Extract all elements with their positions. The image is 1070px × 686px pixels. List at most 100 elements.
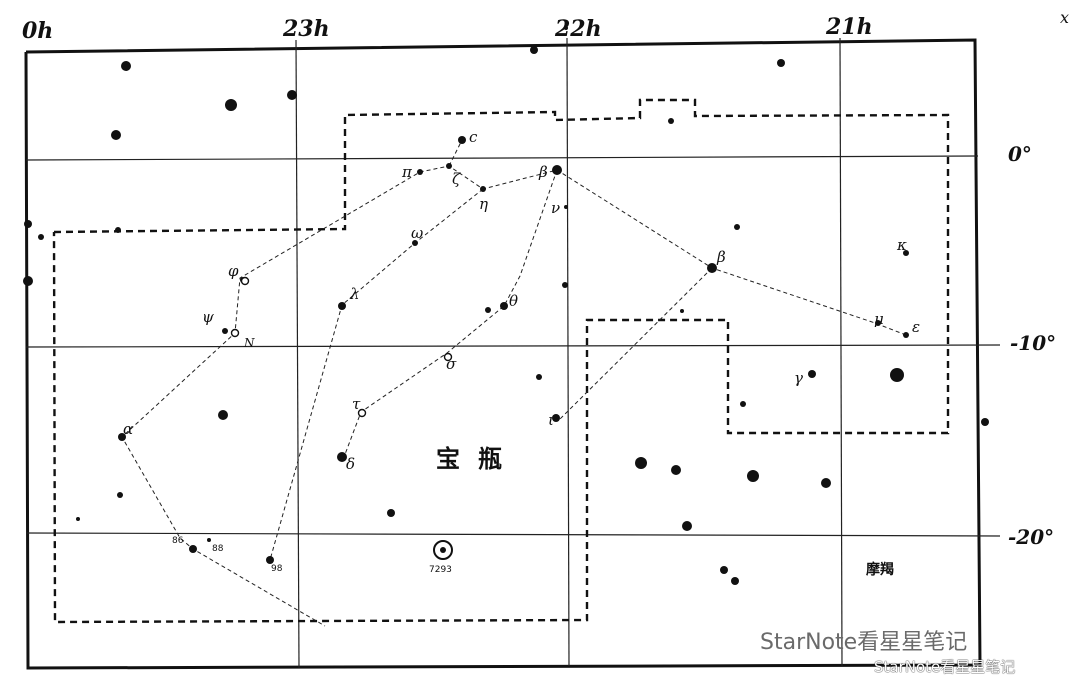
field-star xyxy=(218,410,228,420)
dec-line-0 xyxy=(25,155,979,161)
field-star xyxy=(682,521,692,531)
star-label-mu: μ xyxy=(874,310,884,328)
star-beta xyxy=(552,165,562,175)
dec-line-1 xyxy=(25,344,1001,348)
star-epsilon xyxy=(903,332,909,338)
watermark-line2: StarNote看星星笔记 xyxy=(874,658,1016,676)
field-star xyxy=(111,130,121,140)
star-zeta xyxy=(446,163,452,169)
dec-line-2 xyxy=(25,532,1001,537)
dec-label-minus10: -10° xyxy=(1010,331,1057,355)
star-label-pi: π xyxy=(402,163,412,181)
field-star xyxy=(747,470,759,482)
ra-line-2 xyxy=(839,37,843,667)
star-label-lambda: λ xyxy=(350,285,360,303)
field-star xyxy=(981,418,989,426)
star-psi1 xyxy=(222,328,228,334)
figure-line-3 xyxy=(269,188,484,561)
ra-label-21h: 21h xyxy=(826,14,873,40)
figure-line-1 xyxy=(559,267,713,420)
ring-star-0 xyxy=(240,276,250,286)
star-iota xyxy=(552,414,560,422)
star-c1 xyxy=(458,136,466,144)
ra-label-23h: 23h xyxy=(283,16,330,42)
field-star xyxy=(23,276,33,286)
ra-label-right: x xyxy=(1060,8,1070,27)
ra-label-0h: 0h xyxy=(22,18,54,44)
star-label-alpha: α xyxy=(123,420,134,438)
boundary-line xyxy=(52,98,950,624)
dec-label-minus20: -20° xyxy=(1008,525,1055,549)
star-88 xyxy=(207,538,211,542)
constellation-boundary xyxy=(52,98,950,624)
field-star xyxy=(24,220,32,228)
ra-line-1 xyxy=(566,37,570,667)
field-star xyxy=(734,224,740,230)
star-label-sigma: σ xyxy=(446,355,457,373)
ring-star-3 xyxy=(443,352,453,362)
dec-label-0: 0° xyxy=(1008,142,1032,166)
field-star xyxy=(671,465,681,475)
field-star xyxy=(680,309,684,313)
star-beta-2 xyxy=(707,263,717,273)
nebula-7293-core xyxy=(440,547,446,553)
field-star xyxy=(777,59,785,67)
neighbor-constellation-name: 摩羯 xyxy=(866,562,894,578)
field-star xyxy=(740,401,746,407)
field-star xyxy=(890,368,904,382)
field-star xyxy=(76,517,80,521)
star-eta xyxy=(480,186,486,192)
stars xyxy=(23,26,989,585)
field-star xyxy=(536,374,542,380)
map-frame xyxy=(24,38,982,670)
star-lambda xyxy=(338,302,346,310)
ring-star-2 xyxy=(230,328,240,338)
field-star xyxy=(387,509,395,517)
star-label-iota: ι xyxy=(548,411,554,429)
star-pi xyxy=(417,169,423,175)
field-star xyxy=(121,61,131,71)
field-star xyxy=(731,577,739,585)
star-label-theta: θ xyxy=(509,292,519,310)
grid-lines xyxy=(24,37,1001,670)
field-star xyxy=(530,46,538,54)
nebula-label: 7293 xyxy=(429,565,452,575)
ra-line-0 xyxy=(295,39,300,669)
figure-line-2 xyxy=(343,169,558,458)
star-mu xyxy=(875,320,881,326)
star-alpha xyxy=(118,433,126,441)
field-star xyxy=(720,566,728,574)
star-label-zeta: ζ xyxy=(452,170,461,188)
star-label-nu: ν xyxy=(551,199,561,217)
star-label-86: 86 xyxy=(172,536,184,546)
field-star xyxy=(562,282,568,288)
field-star xyxy=(115,227,121,233)
field-star xyxy=(821,478,831,488)
star-label-88: 88 xyxy=(212,544,224,554)
constellation-name: 宝瓶 xyxy=(436,445,520,473)
star-label-eta: η xyxy=(479,195,488,213)
ring-star-1 xyxy=(357,408,367,418)
star-label-psi: ψ xyxy=(202,308,214,326)
star-label-delta: δ xyxy=(346,455,356,473)
star-theta xyxy=(500,302,508,310)
field-star xyxy=(38,234,44,240)
field-star xyxy=(287,90,297,100)
star-label-tau: τ xyxy=(352,395,361,413)
field-star xyxy=(564,26,568,30)
star-label-epsilon: ε xyxy=(912,318,921,336)
star-label-beta2: β xyxy=(717,248,726,266)
star-label-N: N xyxy=(244,336,255,350)
field-star xyxy=(225,99,237,111)
star-kappa xyxy=(903,250,909,256)
field-star xyxy=(117,492,123,498)
star-99 xyxy=(485,307,491,313)
star-86 xyxy=(189,545,197,553)
figure-line-0 xyxy=(121,165,907,627)
star-label-gamma: γ xyxy=(794,369,803,387)
star-gamma xyxy=(808,370,816,378)
constellation-figure xyxy=(121,139,907,627)
star-label-omega: ω xyxy=(411,224,424,242)
